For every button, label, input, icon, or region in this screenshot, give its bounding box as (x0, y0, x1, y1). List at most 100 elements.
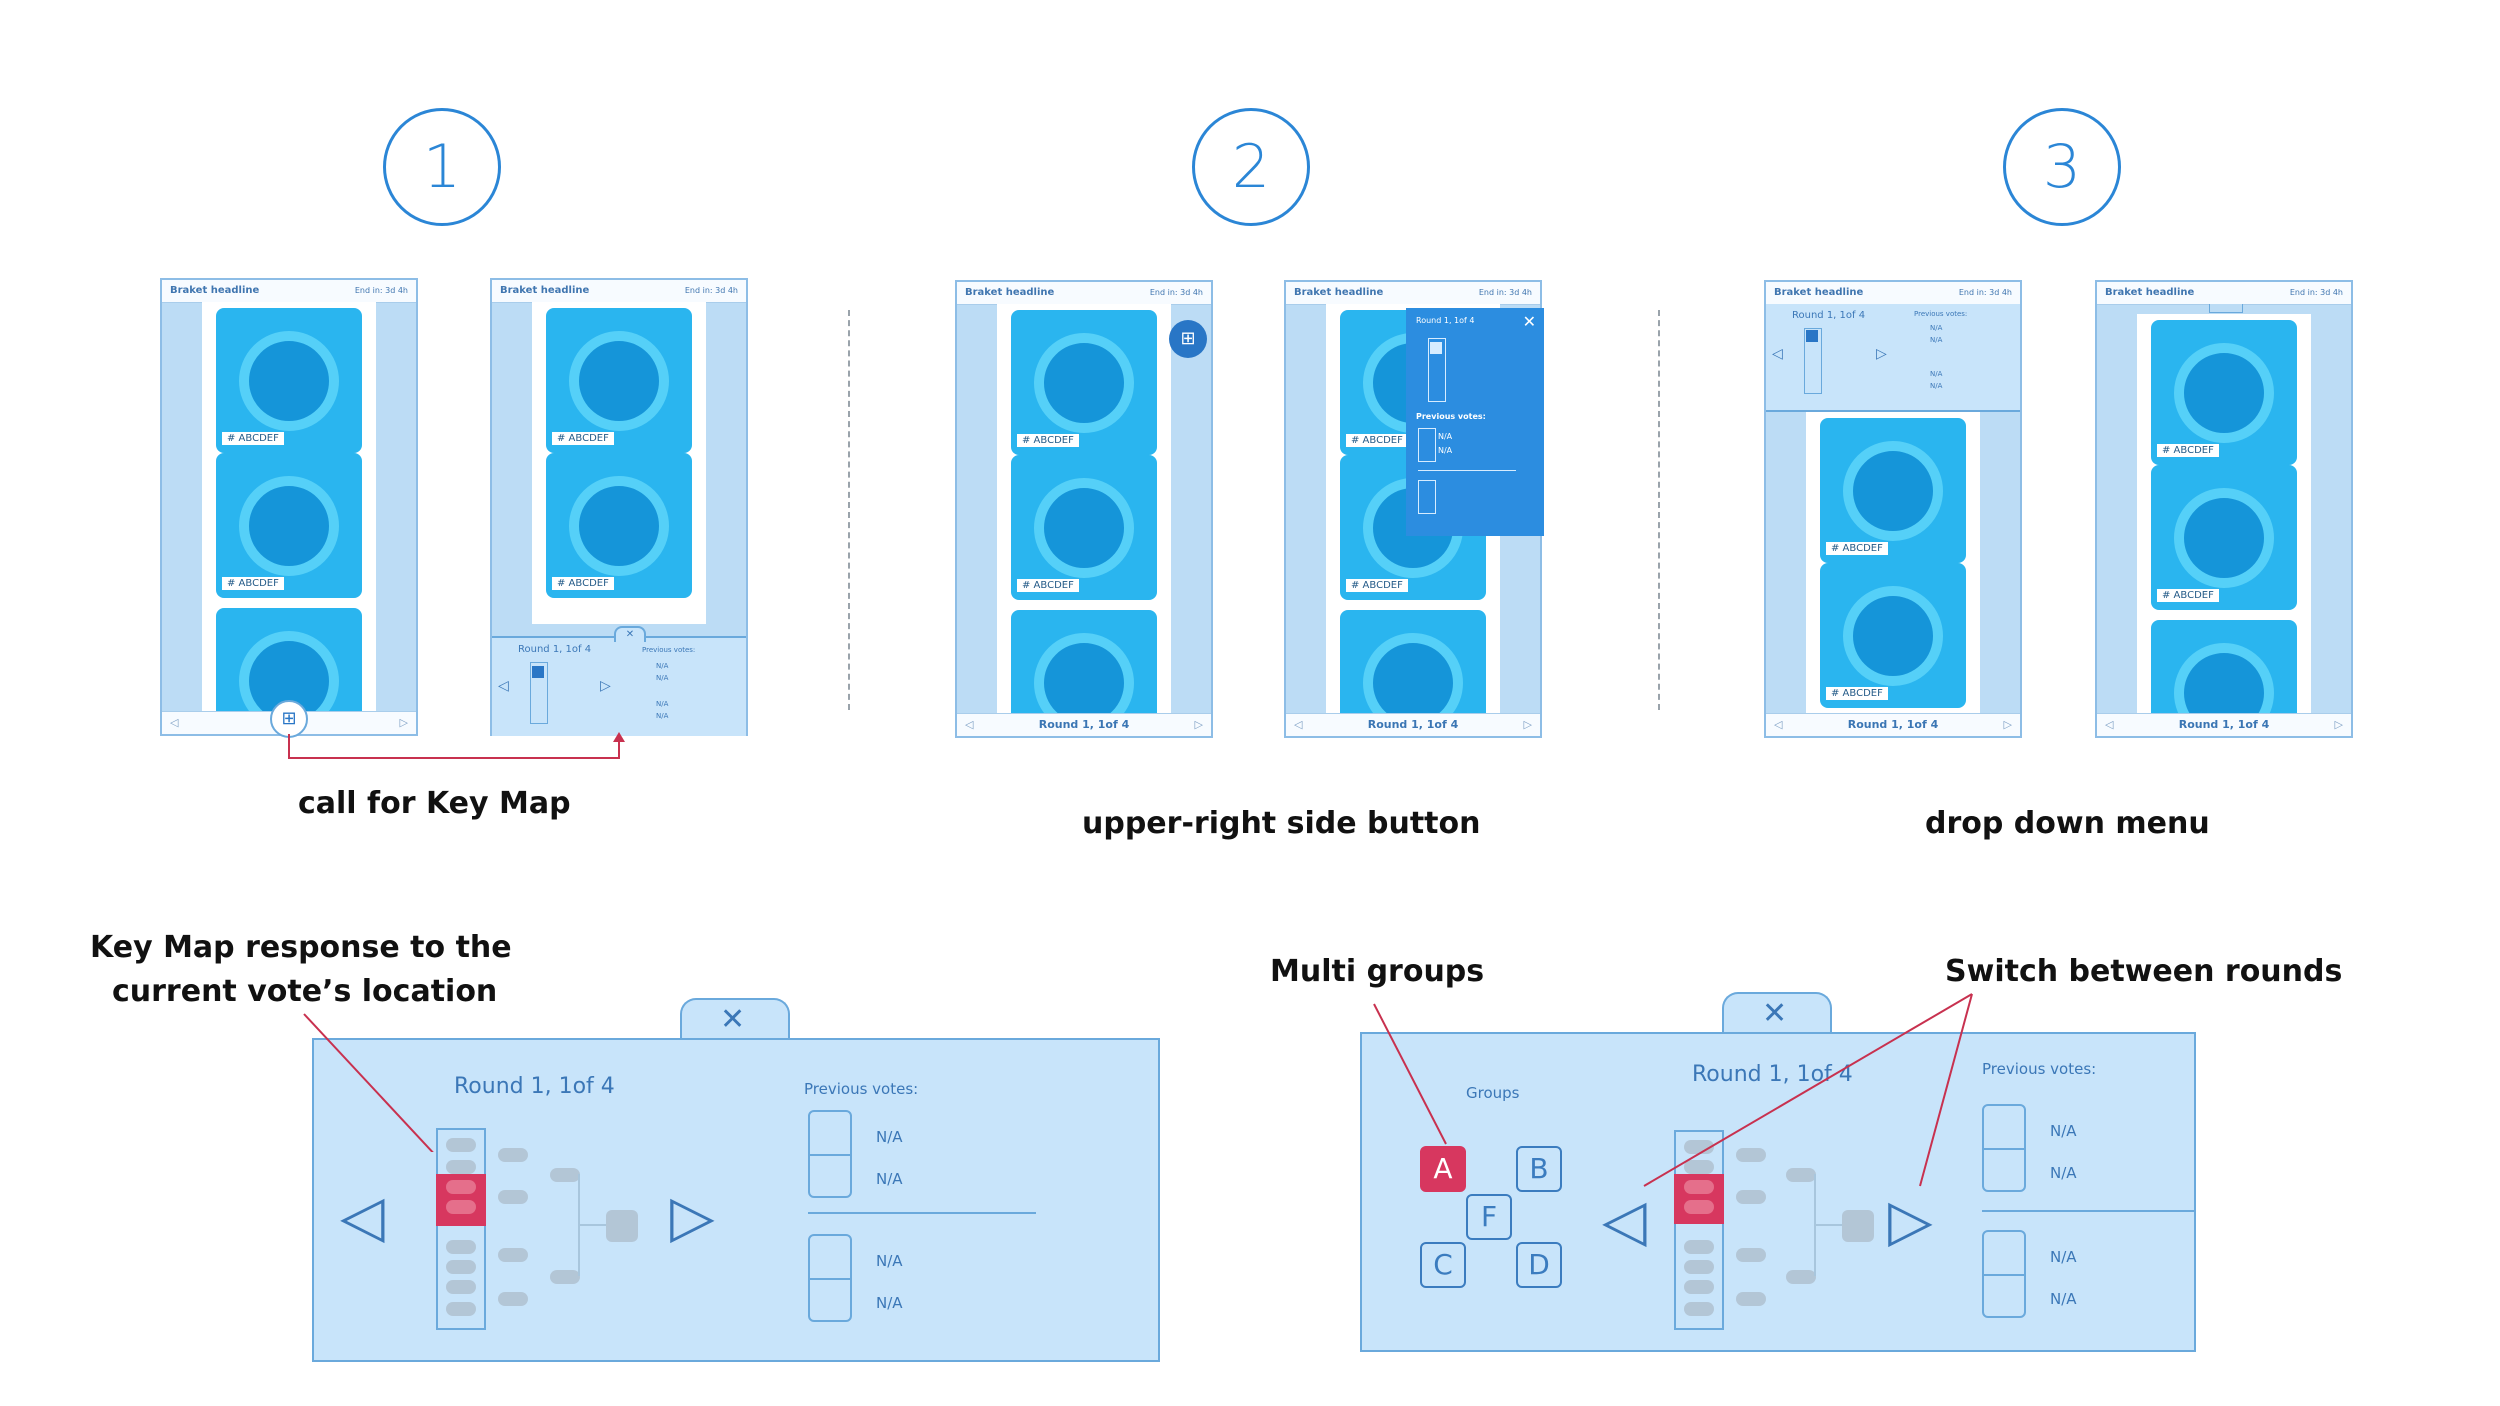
mini-round: Round 1, 1of 4 (518, 644, 592, 655)
headline: Braket headline (965, 287, 1055, 298)
vote-na: N/A (876, 1128, 903, 1146)
bracket-slot (446, 1200, 476, 1214)
popover-keymap: Round 1, 1of 4 ✕ Previous votes: N/A N/A (1406, 308, 1544, 536)
bracket-content: # ABCDEF # ABCDEF (1806, 412, 1980, 714)
contestant-card[interactable] (216, 608, 362, 712)
next-arrow-icon[interactable]: ▷ (1194, 718, 1203, 731)
screen-footer: ◁ Round 1, 1of 4 ▷ (957, 713, 1211, 736)
group-f-button[interactable]: F (1466, 1194, 1512, 1240)
multi-groups-pointer (1373, 1003, 1447, 1145)
card-tag: # ABCDEF (1017, 579, 1079, 592)
dropdown-na: N/A (1930, 336, 1943, 344)
dropdown-next-icon[interactable]: ▷ (1876, 346, 1887, 362)
keymap-close-tab[interactable]: ✕ (680, 998, 790, 1040)
contestant-card[interactable]: # ABCDEF (546, 453, 692, 598)
step2-screen-a: Braket headline End in: 3d 4h # ABCDEF #… (955, 280, 1213, 738)
dropdown-tree (1804, 328, 1822, 394)
popover-close-icon[interactable]: ✕ (1522, 312, 1536, 331)
mini-prev-votes: Previous votes: (642, 646, 696, 654)
previous-vote-box (808, 1234, 852, 1322)
card-tag: # ABCDEF (1826, 687, 1888, 700)
step-1-number: 1 (383, 108, 501, 226)
keymap2-prev-icon[interactable]: ◁ (1602, 1186, 1647, 1254)
card-tag: # ABCDEF (2157, 589, 2219, 602)
contestant-card[interactable]: # ABCDEF (1011, 310, 1157, 455)
popover-divider (1418, 470, 1516, 471)
group-d-button[interactable]: D (1516, 1242, 1562, 1288)
dropdown-prev-icon[interactable]: ◁ (1772, 346, 1783, 362)
mini-na: N/A (656, 662, 669, 670)
contestant-card[interactable]: # ABCDEF (2151, 320, 2297, 465)
contestant-card[interactable]: # ABCDEF (2151, 465, 2297, 610)
step-2-number: 2 (1192, 108, 1310, 226)
contestant-card[interactable] (2151, 620, 2297, 714)
contestant-card[interactable]: # ABCDEF (1820, 418, 1966, 563)
popover-round: Round 1, 1of 4 (1416, 316, 1475, 325)
group-b-button[interactable]: B (1516, 1146, 1562, 1192)
popover-highlight (1430, 342, 1442, 354)
previous-vote-box (1982, 1230, 2026, 1318)
screen-footer: ◁ Round 1, 1of 4 ▷ (1286, 713, 1540, 736)
previous-vote-box (808, 1110, 852, 1198)
contestant-card[interactable]: # ABCDEF (546, 308, 692, 453)
bracket-content: # ABCDEF # ABCDEF (532, 302, 706, 624)
keymap-prev-icon[interactable]: ◁ (340, 1182, 385, 1250)
keymap-next-icon[interactable]: ▷ (670, 1182, 715, 1250)
contestant-card[interactable]: # ABCDEF (216, 308, 362, 453)
contestant-card[interactable]: # ABCDEF (1011, 455, 1157, 600)
vote-na: N/A (2050, 1290, 2077, 1308)
key-map-button[interactable]: ⊞ (1169, 320, 1207, 358)
mini-tree (530, 662, 548, 724)
dropdown-keymap: Round 1, 1of 4 Previous votes: N/A N/A N… (1766, 304, 2020, 412)
contestant-card[interactable]: # ABCDEF (1820, 563, 1966, 708)
end-in: End in: 3d 4h (1958, 288, 2012, 297)
prev-arrow-icon[interactable]: ◁ (170, 716, 179, 729)
close-icon[interactable]: ✕ (1762, 996, 1788, 1031)
groups-label: Groups (1466, 1084, 1520, 1102)
bracket-slot (498, 1292, 528, 1306)
contestant-card[interactable] (1340, 610, 1486, 714)
vote-na: N/A (876, 1170, 903, 1188)
group-c-button[interactable]: C (1420, 1242, 1466, 1288)
popover-vote-box (1418, 480, 1436, 514)
next-arrow-icon[interactable]: ▷ (2003, 718, 2012, 731)
prev-arrow-icon[interactable]: ◁ (1294, 718, 1303, 731)
vote-na: N/A (876, 1252, 903, 1270)
prev-arrow-icon[interactable]: ◁ (1774, 718, 1783, 731)
next-arrow-icon[interactable]: ▷ (2334, 718, 2343, 731)
vote-na: N/A (2050, 1164, 2077, 1182)
dropdown-handle[interactable] (2209, 304, 2243, 313)
prev-arrow-icon[interactable]: ◁ (965, 718, 974, 731)
call-arrow (288, 732, 625, 759)
group-a-button[interactable]: A (1420, 1146, 1466, 1192)
bracket-winner (1842, 1210, 1874, 1242)
mini-next-icon[interactable]: ▷ (600, 678, 611, 694)
contestant-card[interactable] (1011, 610, 1157, 714)
close-icon[interactable]: ✕ (720, 1002, 746, 1037)
next-arrow-icon[interactable]: ▷ (399, 716, 408, 729)
bracket-slot (498, 1248, 528, 1262)
headline: Braket headline (2105, 287, 2195, 298)
keymap2-next-icon[interactable]: ▷ (1888, 1186, 1933, 1254)
prev-arrow-icon[interactable]: ◁ (2105, 718, 2114, 731)
card-tag: # ABCDEF (222, 432, 284, 445)
bracket-slot (1684, 1302, 1714, 1316)
keymap2-close-tab[interactable]: ✕ (1722, 992, 1832, 1034)
card-tag: # ABCDEF (552, 432, 614, 445)
popover-na: N/A (1438, 446, 1453, 455)
mini-na: N/A (656, 674, 669, 682)
mini-prev-icon[interactable]: ◁ (498, 678, 509, 694)
screen-header: Braket headline End in: 3d 4h (1766, 282, 2020, 305)
popover-prev-votes: Previous votes: (1416, 412, 1486, 421)
step1-screen-a: Braket headline End in: 3d 4h # ABCDEF #… (160, 278, 418, 738)
next-arrow-icon[interactable]: ▷ (1523, 718, 1532, 731)
contestant-card[interactable]: # ABCDEF (216, 453, 362, 598)
vote-na: N/A (2050, 1248, 2077, 1266)
mini-keymap-panel: Round 1, 1of 4 Previous votes: N/A N/A N… (492, 636, 746, 736)
card-tag: # ABCDEF (2157, 444, 2219, 457)
bracket-winner (606, 1210, 638, 1242)
close-icon[interactable]: ✕ (614, 626, 646, 642)
bracket-column (1674, 1130, 1724, 1330)
step3-screen-a: Braket headline End in: 3d 4h Round 1, 1… (1764, 280, 2022, 738)
card-tag: # ABCDEF (1826, 542, 1888, 555)
